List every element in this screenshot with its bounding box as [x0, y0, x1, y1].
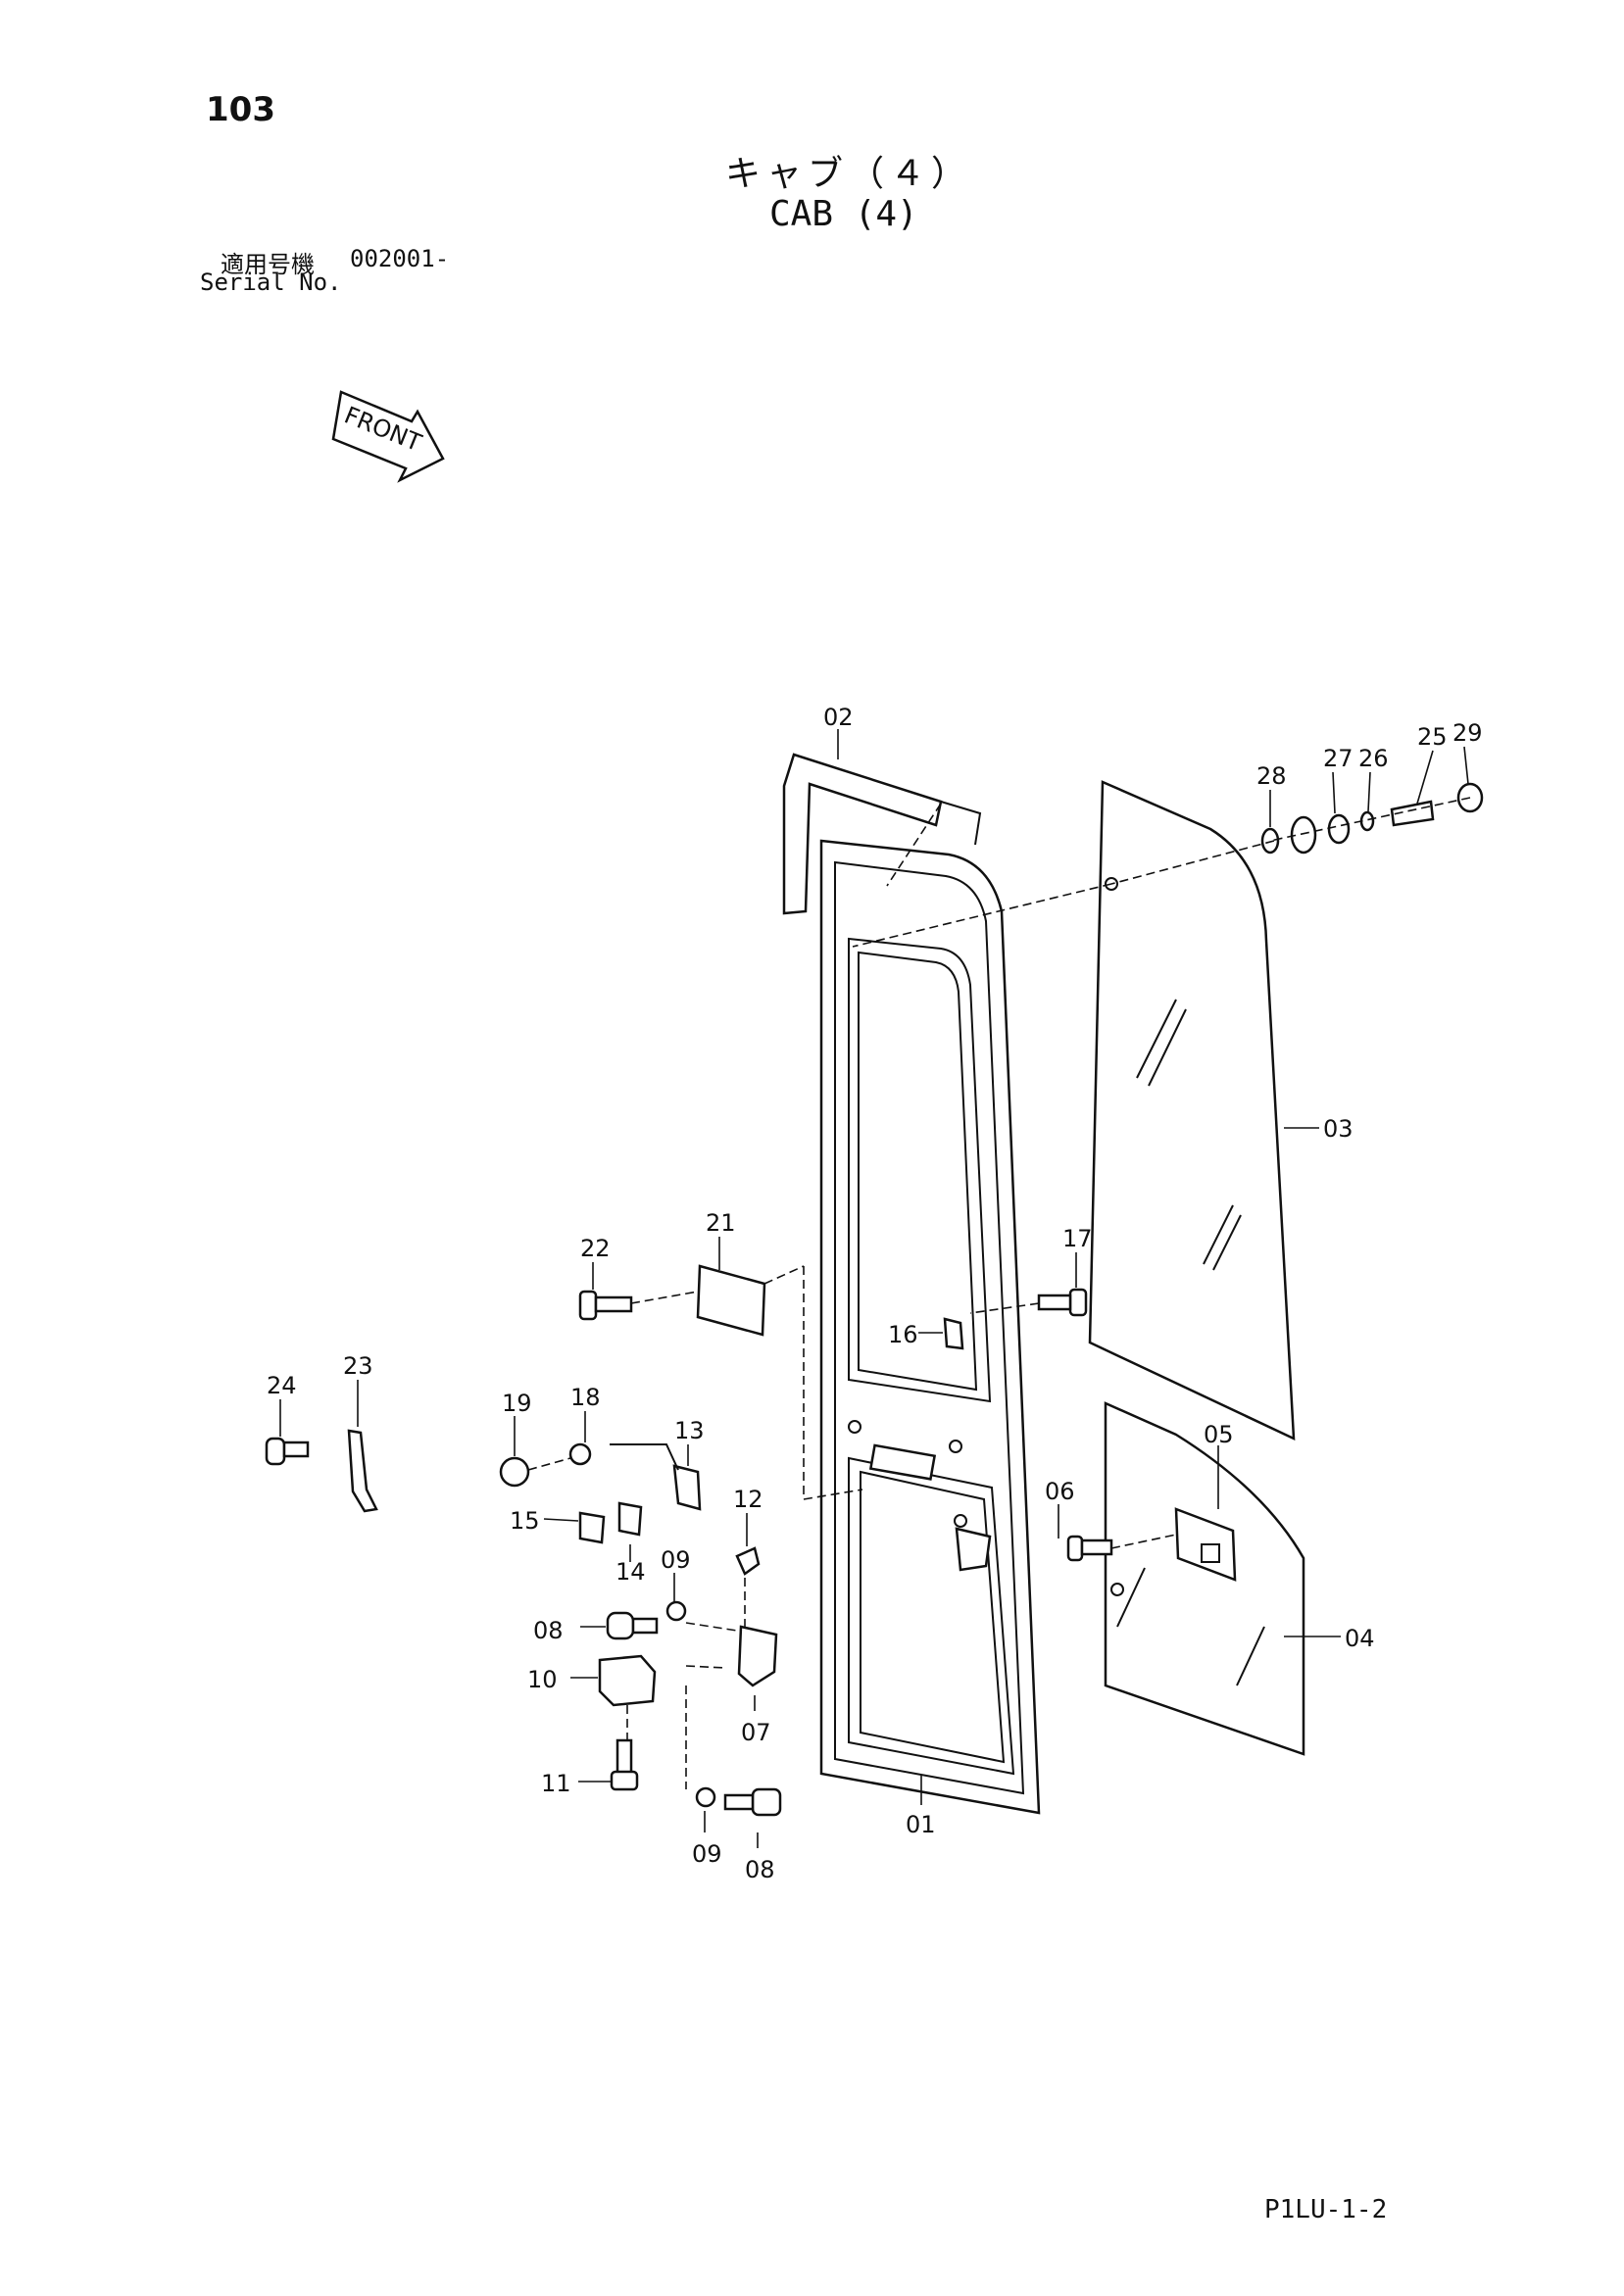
page-title-ja: キャブ（４） [725, 154, 973, 194]
callout-07: 07 [741, 1719, 771, 1746]
callout-06: 06 [1045, 1478, 1075, 1505]
callout-01: 01 [906, 1811, 936, 1838]
callout-26: 26 [1358, 745, 1389, 772]
callout-29: 29 [1452, 719, 1483, 747]
plate-13 [672, 1464, 702, 1511]
callout-16: 16 [888, 1321, 918, 1348]
callout-08-upper: 08 [533, 1617, 564, 1644]
callout-25: 25 [1417, 723, 1448, 751]
callout-11: 11 [541, 1770, 571, 1797]
callout-27: 27 [1323, 745, 1353, 772]
callout-24: 24 [267, 1372, 297, 1399]
bolt-24 [265, 1437, 310, 1466]
bolt-08-lower [723, 1787, 782, 1817]
page-title-en: CAB (4) [769, 194, 918, 234]
page-number: 103 [206, 90, 275, 129]
callout-14: 14 [615, 1558, 646, 1586]
bolt-06 [1066, 1535, 1113, 1562]
plate-21 [696, 1264, 766, 1337]
callout-12: 12 [733, 1486, 763, 1513]
lower-glass [1104, 1401, 1305, 1756]
callout-02: 02 [823, 704, 854, 731]
glass-clamp [1174, 1507, 1237, 1582]
bolt-08-upper [606, 1611, 659, 1640]
plate-14 [617, 1501, 643, 1537]
leader-lines [279, 729, 1469, 1848]
callout-23: 23 [343, 1352, 373, 1380]
callout-15: 15 [510, 1507, 540, 1535]
callout-28: 28 [1256, 762, 1287, 790]
callout-05: 05 [1204, 1421, 1234, 1448]
callout-21: 21 [706, 1209, 736, 1237]
callout-04: 04 [1345, 1625, 1375, 1652]
door-frame [819, 839, 1041, 1815]
front-arrow-icon: FRONT [331, 390, 445, 483]
door-seal [782, 753, 982, 915]
washer-09-upper [665, 1600, 687, 1622]
bolt-17 [1037, 1288, 1088, 1317]
hinge-07 [737, 1527, 992, 1687]
callout-22: 22 [580, 1235, 611, 1262]
pin-12 [735, 1546, 761, 1576]
cap-19-grommet-18 [499, 1442, 679, 1488]
plate-15 [578, 1511, 606, 1544]
callout-19: 19 [502, 1390, 532, 1417]
block-10 [598, 1654, 657, 1707]
upper-glass [1088, 780, 1296, 1441]
callout-09-lower: 09 [692, 1840, 722, 1868]
callout-17: 17 [1062, 1225, 1093, 1252]
callout-08-lower: 08 [745, 1856, 775, 1883]
callout-13: 13 [674, 1417, 705, 1444]
washer-09-lower [695, 1786, 716, 1808]
callout-03: 03 [1323, 1115, 1353, 1143]
strap-23 [347, 1429, 378, 1513]
document-code: P1LU-1-2 [1264, 2195, 1388, 2224]
callout-09-upper: 09 [661, 1546, 691, 1574]
callout-18: 18 [570, 1384, 601, 1411]
serial-label-en: Serial No. [200, 269, 342, 296]
serial-value: 002001- [350, 245, 450, 272]
callout-10: 10 [527, 1666, 558, 1693]
serial-label-ja: 適用号機 [221, 251, 315, 278]
assembly-lines [527, 797, 1471, 1789]
bolt-11 [610, 1738, 639, 1791]
bolt-22 [578, 1290, 633, 1321]
plate-16 [943, 1317, 964, 1350]
